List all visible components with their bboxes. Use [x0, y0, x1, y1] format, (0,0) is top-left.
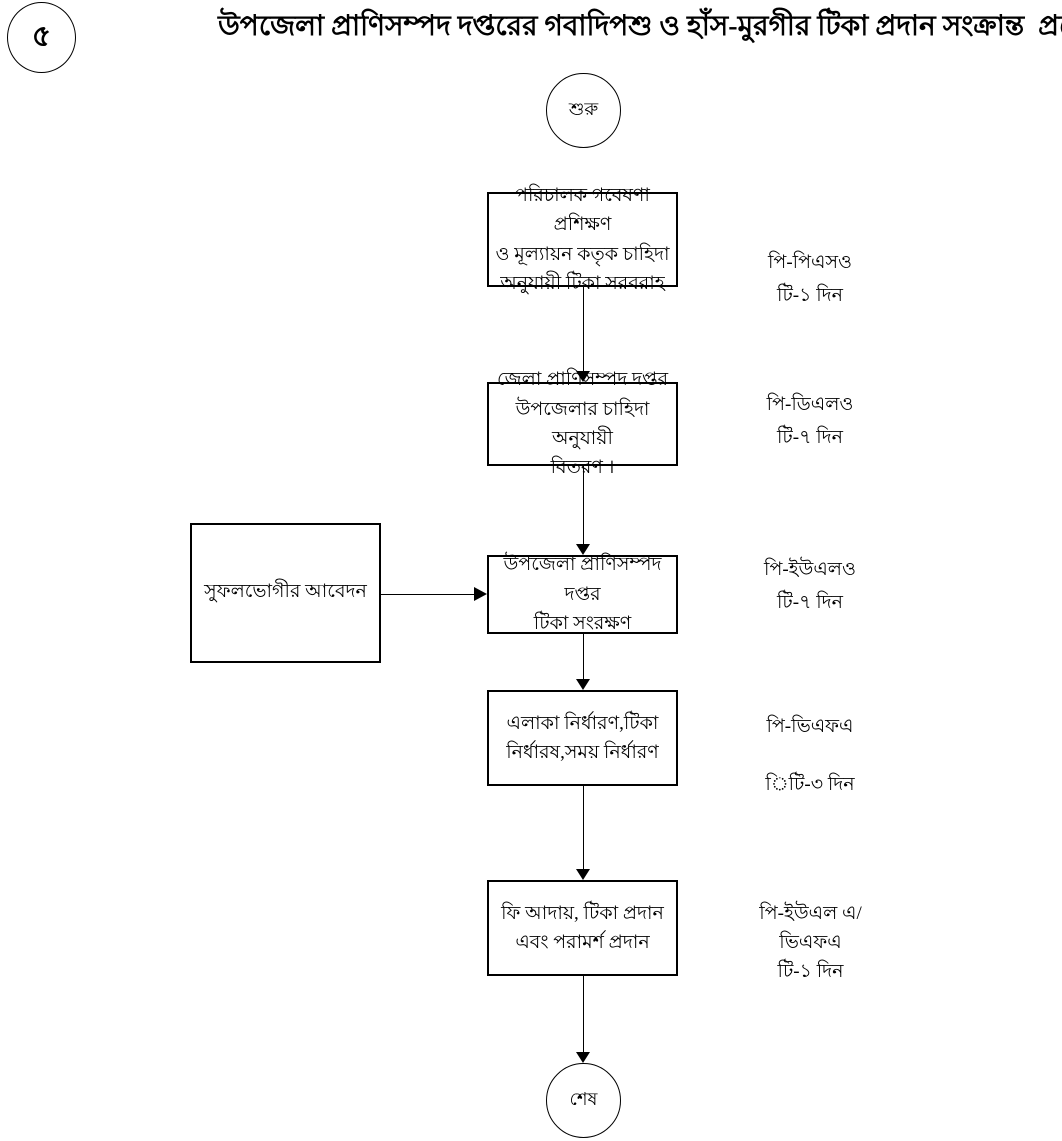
step-district-distribution: জেলা প্রাণিসম্পদ দপ্তর উপজেলার চাহিদা অন…: [487, 369, 678, 478]
arrow-down-icon: [576, 1052, 590, 1063]
connector-line-3: [583, 634, 584, 680]
start-node: শুরু: [546, 73, 621, 148]
annotation-role: পি-ভিএফএ: [766, 716, 854, 737]
annotation-role: পি-ইউএলও: [764, 559, 856, 580]
annotation-step3: পি-ইউএলও টি-৭ দিন: [740, 553, 880, 619]
end-node: শেষ: [546, 1063, 621, 1138]
step-supply-vaccine: পরিচালক গবেষণা প্রশিক্ষণ ও মূল্যায়ন কতৃ…: [487, 185, 678, 294]
annotation-role: পি-পিএসও: [768, 252, 852, 273]
annotation-duration: টি-৭ দিন: [777, 427, 843, 448]
page-number: ৫: [31, 20, 52, 53]
step-fee-vaccination-advice: ফি আদায়, টিকা প্রদান এবং পরামর্শ প্রদান: [487, 880, 678, 976]
connector-line-4: [583, 785, 584, 870]
annotation-step1: পি-পিএসও টি-১ দিন: [740, 246, 880, 312]
annotation-step4: পি-ভিএফএ িটি-৩ দিন: [740, 710, 880, 801]
arrow-down-icon: [576, 544, 590, 555]
input-beneficiary-application: সুফলভোগীর আবেদন: [190, 523, 381, 663]
annotation-role: পি-ইউএল এ/: [759, 903, 862, 924]
arrow-down-icon: [576, 371, 590, 382]
annotation-role: পি-ডিএলও: [766, 394, 854, 415]
connector-line-5: [583, 976, 584, 1053]
annotation-step5: পি-ইউএল এ/ ভিএফএ টি-১ দিন: [733, 899, 888, 986]
arrow-down-icon: [576, 869, 590, 880]
end-label: শেষ: [569, 1089, 598, 1109]
start-label: শুরু: [568, 99, 599, 119]
annotation-duration: িটি-৩ দিন: [765, 774, 855, 795]
annotation-step2: পি-ডিএলও টি-৭ দিন: [740, 388, 880, 454]
page-number-badge: ৫: [7, 2, 76, 73]
page-title: উপজেলা প্রাণিসম্পদ দপ্তরের গবাদিপশু ও হা…: [218, 11, 1062, 42]
arrow-right-icon: [474, 587, 487, 601]
connector-line-horizontal: [381, 594, 476, 595]
step-upazila-storage: উপজেলা প্রাণিসম্পদ দপ্তর টিকা সংরক্ষণ: [487, 554, 678, 634]
arrow-down-icon: [576, 679, 590, 690]
step-area-time-selection: এলাকা নির্ধারণ,টিকা নির্ধারষ,সময় নির্ধা…: [487, 690, 678, 786]
connector-line-2: [583, 466, 584, 544]
connector-line-1: [583, 287, 584, 372]
annotation-role-2: ভিএফএ: [779, 932, 842, 953]
annotation-duration: টি-৭ দিন: [777, 592, 843, 613]
annotation-duration: টি-১ দিন: [777, 285, 843, 306]
annotation-duration: টি-১ দিন: [777, 961, 844, 982]
